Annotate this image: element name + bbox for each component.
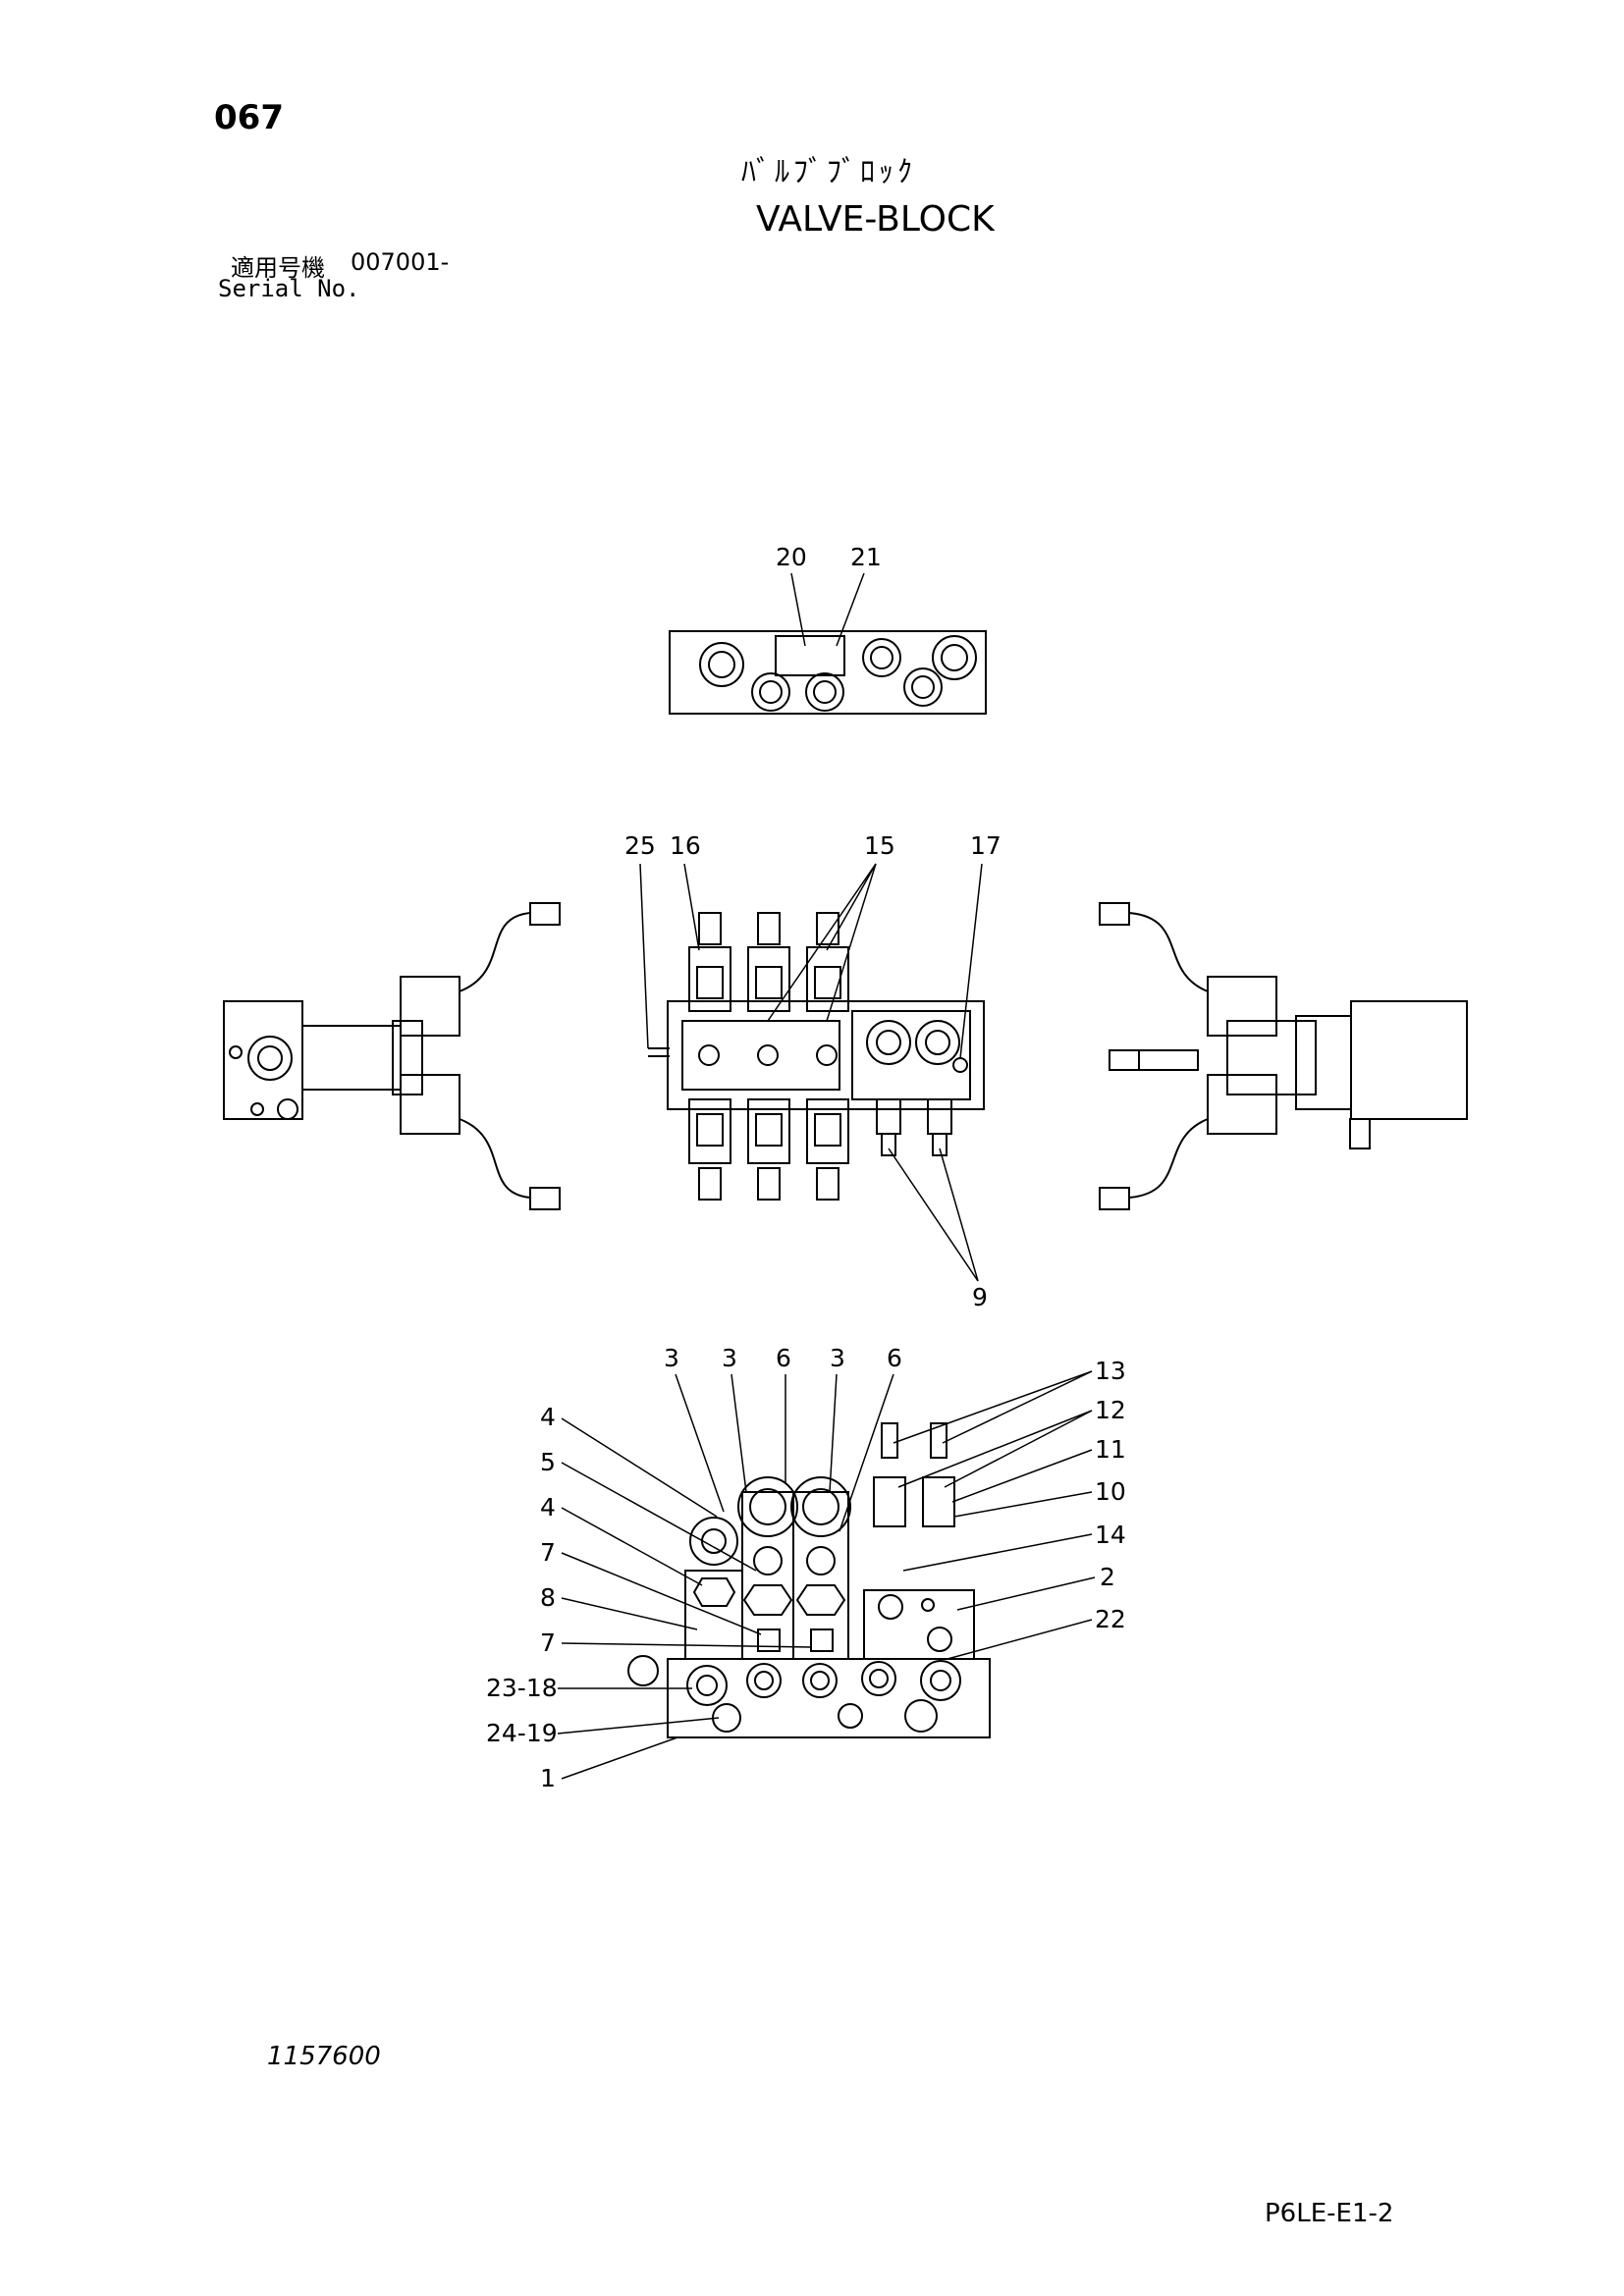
callout-label: 4: [540, 1403, 556, 1431]
title-japanese: ﾊﾞﾙﾌﾞﾌﾞﾛｯｸ: [741, 155, 916, 189]
left-side-view: [223, 902, 561, 1210]
callout-label: 22: [1095, 1605, 1126, 1633]
callout-label: 3: [722, 1344, 737, 1372]
callout-label: 4: [540, 1493, 556, 1522]
front-view: 3 3 6 3 6 4 5 4 7 8 7 23-18 24-19 1 13 1…: [486, 1344, 1126, 1792]
callout-label: 9: [972, 1283, 988, 1311]
serial-label-japanese: 適用号機: [231, 254, 325, 282]
top-view: 20 21: [669, 543, 987, 715]
drawing-number: 1157600: [267, 2042, 381, 2071]
callout-label: 12: [1095, 1396, 1126, 1424]
callout-label: 1: [540, 1764, 556, 1792]
plan-view-manifold: [667, 1000, 985, 1110]
serial-label-english: Serial No.: [218, 275, 360, 302]
nameplate: [775, 635, 845, 676]
callout-label: 7: [540, 1629, 556, 1657]
serial-number-value: 007001-: [351, 248, 450, 276]
callout-label: 11: [1095, 1435, 1126, 1464]
top-view-block: [669, 630, 987, 715]
plan-view: 25 16 15 17 9: [624, 831, 1001, 1311]
solenoid-stacks: [681, 912, 849, 1201]
sheet-code: P6LE-E1-2: [1265, 2199, 1394, 2228]
callout-label: 7: [540, 1538, 556, 1567]
callout-label: 14: [1095, 1521, 1126, 1549]
top-view-ports: [699, 635, 977, 712]
callout-label: 20: [776, 543, 807, 571]
callout-label: 24-19: [486, 1719, 558, 1747]
callout-label: 23-18: [486, 1674, 558, 1702]
leader-line: [790, 572, 806, 647]
callout-label: 2: [1100, 1563, 1115, 1591]
callout-label: 5: [540, 1448, 556, 1476]
callout-label: 6: [887, 1344, 902, 1372]
callout-label: 17: [970, 831, 1001, 860]
page-title: VALVE-BLOCK: [756, 199, 995, 240]
right-side-view: [1099, 902, 1468, 1210]
relief-valves: [851, 1010, 971, 1156]
callout-label: 10: [1095, 1477, 1126, 1506]
callout-label: 15: [864, 831, 895, 860]
plan-view-leaders: [639, 863, 983, 1282]
front-view-leaders: [557, 1370, 1096, 1780]
page-number: 067: [214, 98, 284, 137]
callout-label: 6: [776, 1344, 791, 1372]
callout-label: 25: [624, 831, 656, 860]
callout-label: 16: [670, 831, 701, 860]
callout-label: 3: [664, 1344, 679, 1372]
leader-line: [836, 572, 865, 647]
callout-label: 3: [830, 1344, 845, 1372]
callout-label: 21: [850, 543, 882, 571]
callout-label: 13: [1095, 1357, 1126, 1385]
callout-label: 8: [540, 1583, 556, 1612]
